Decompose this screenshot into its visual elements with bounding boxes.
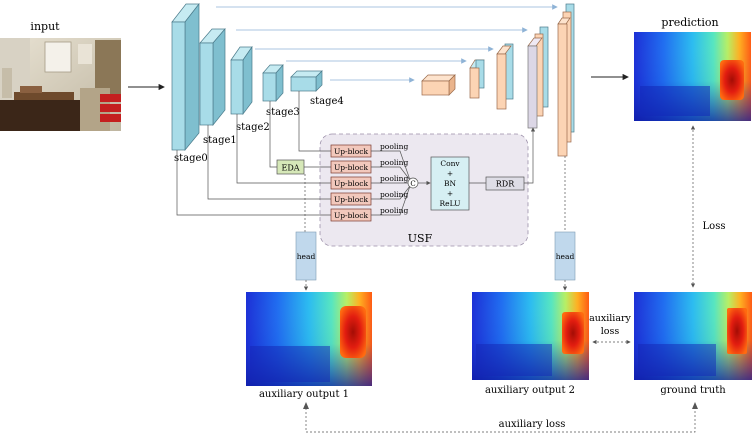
aux-output-2-depth-map [472,292,589,380]
up-block-2-label: Up-block [334,163,369,172]
decoder-block-4 [527,26,549,129]
pooling-label-1: pooling [380,142,408,151]
stage2-label: stage2 [236,122,270,133]
encoder-stage4 [290,70,323,92]
usf-label: USF [408,232,433,245]
aux-loss-bottom-arrow-left [303,402,309,409]
input-label: input [30,20,60,33]
rdr-label: RDR [496,180,515,189]
decoder-block-2 [469,59,485,99]
aux-output-2-label: auxiliary output 2 [485,385,575,396]
prediction-label: prediction [661,16,718,29]
up-block-5-label: Up-block [334,211,369,220]
stage0-label: stage0 [174,153,208,164]
conv-line-4: + [447,189,453,198]
aux-output-1-depth-map [246,292,372,386]
up-block-2: Up-block [330,160,372,174]
rdr-box [485,176,525,191]
aux-loss-bottom-label-bg [486,418,578,429]
eda-label: EDA [281,164,299,173]
decoder-block-3 [496,43,514,110]
pooling-lines [371,150,411,216]
conv-line-3: BN [444,179,457,188]
conv-bn-relu-box [430,156,470,211]
aux-loss-right-label-2: loss [601,326,620,337]
aux-loss-bottom-line [305,404,696,433]
stage1-label: stage1 [203,135,237,146]
aux-loss-bottom-label: auxiliary loss [499,419,566,430]
pooling-label-3: pooling [380,174,408,183]
stage3-label: stage3 [266,107,300,118]
up-block-4-label: Up-block [334,195,369,204]
encoder-stage3 [262,64,284,102]
ground-truth-depth-map [634,292,752,380]
aux-output-1-label: auxiliary output 1 [259,389,349,400]
head-right-label: head [556,252,575,261]
rdr-to-decoder-arrow [524,127,536,184]
loss-label-bg [700,218,730,232]
encoder-to-usf-lines [176,91,331,216]
pooling-label-2: pooling [380,158,408,167]
up-block-3-label: Up-block [334,179,369,188]
conv-line-5: ReLU [440,199,461,208]
loss-label: Loss [703,221,726,232]
prediction-depth-map [634,32,751,121]
aux-loss-bottom-arrow-right [692,402,698,409]
encoder-stage1 [199,28,226,126]
decoder-block-1 [421,74,456,96]
up-block-5: Up-block [330,208,372,222]
skip-connections [216,4,558,83]
input-image [0,38,121,131]
conv-line-2: + [447,169,453,178]
up-block-4: Up-block [330,192,372,206]
pooling-label-5: pooling [380,206,408,215]
aux-loss-right-label-1: auxiliary [589,313,631,324]
concat-label: C [410,180,415,188]
head-left-label: head [297,252,316,261]
decoder-block-5 [557,3,575,157]
encoder-stage0 [171,2,200,151]
encoder-stage2 [230,45,253,116]
up-block-3: Up-block [330,176,372,190]
up-block-1-label: Up-block [334,147,369,156]
eda-box [276,159,305,175]
conv-line-1: Conv [440,159,460,168]
ground-truth-label: ground truth [660,385,726,396]
stage4-label: stage4 [310,96,344,107]
usf-module [319,133,529,247]
pooling-label-4: pooling [380,190,408,199]
up-block-1: Up-block [330,144,372,158]
